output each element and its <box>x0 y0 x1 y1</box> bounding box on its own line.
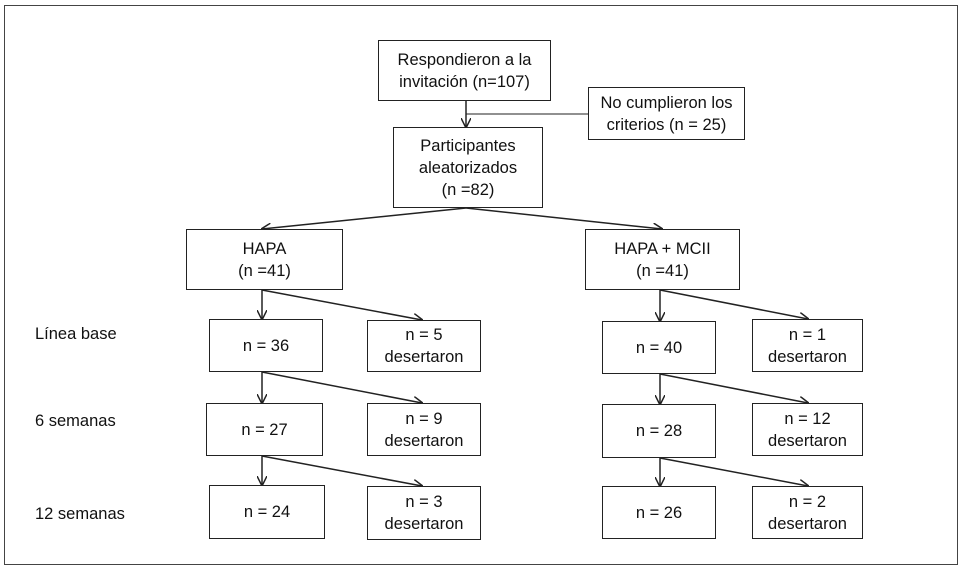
diagram-frame <box>4 5 958 565</box>
box-hapa-6-weeks-dropouts: n = 9 desertaron <box>367 403 481 456</box>
row-label-baseline: Línea base <box>35 325 117 343</box>
arrow-to-hapa-mcii <box>465 207 662 229</box>
arrow-to-hapa <box>262 207 467 229</box>
box-hapa-baseline: n = 36 <box>209 319 323 372</box>
box-hapa-text: HAPA (n =41) <box>238 239 291 280</box>
box-mcii-baseline: n = 40 <box>602 321 716 374</box>
box-mcii-baseline-dropouts: n = 1 desertaron <box>752 319 863 372</box>
box-respondieron: Respondieron a la invitación (n=107) <box>378 40 551 101</box>
box-hapa: HAPA (n =41) <box>186 229 343 290</box>
box-hapa-mcii: HAPA + MCII (n =41) <box>585 229 740 290</box>
box-hapa-12-weeks: n = 24 <box>209 485 325 539</box>
box-no-cumplieron-text: No cumplieron los criterios (n = 25) <box>600 93 733 134</box>
box-mcii-6-weeks: n = 28 <box>602 404 716 458</box>
box-no-cumplieron: No cumplieron los criterios (n = 25) <box>588 87 745 140</box>
box-mcii-6-weeks-dropouts: n = 12 desertaron <box>752 403 863 456</box>
arrow-40-to-12 <box>659 373 808 403</box>
box-aleatorizados: Participantes aleatorizados (n =82) <box>393 127 543 208</box>
box-hapa-12-weeks-dropouts: n = 3 desertaron <box>367 486 481 540</box>
arrow-27-to-3 <box>261 455 422 486</box>
arrow-mcii-to-1 <box>659 289 808 319</box>
arrow-hapa-to-5 <box>261 289 422 320</box>
arrow-36-to-9 <box>261 371 422 403</box>
box-hapa-6-weeks: n = 27 <box>206 403 323 456</box>
row-label-12-weeks: 12 semanas <box>35 505 125 523</box>
arrow-28-to-2 <box>659 457 808 486</box>
box-hapa-baseline-dropouts: n = 5 desertaron <box>367 320 481 372</box>
box-hapa-mcii-text: HAPA + MCII (n =41) <box>614 239 711 280</box>
box-aleatorizados-text: Participantes aleatorizados (n =82) <box>418 136 518 199</box>
box-mcii-12-weeks-dropouts: n = 2 desertaron <box>752 486 863 539</box>
box-respondieron-text: Respondieron a la invitación (n=107) <box>397 50 532 91</box>
row-label-6-weeks: 6 semanas <box>35 412 116 430</box>
box-mcii-12-weeks: n = 26 <box>602 486 716 539</box>
